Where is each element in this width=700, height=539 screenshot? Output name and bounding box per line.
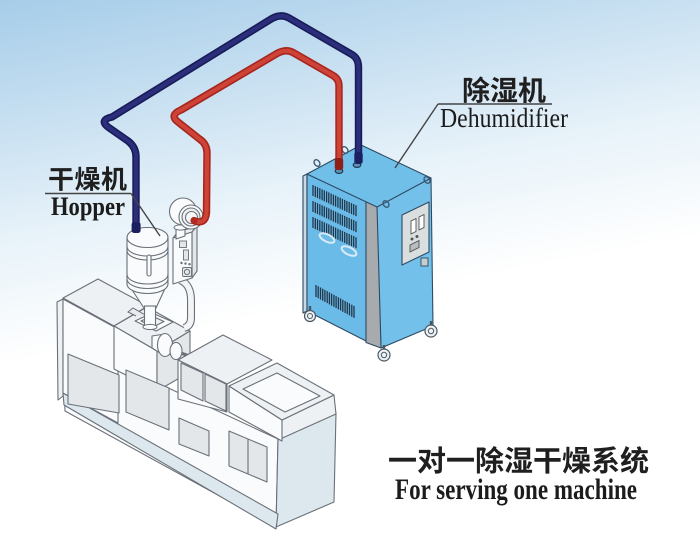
svg-text:For serving one machine: For serving one machine bbox=[395, 473, 637, 506]
svg-text:Hopper: Hopper bbox=[51, 192, 125, 221]
svg-text:Dehumidifier: Dehumidifier bbox=[440, 103, 568, 133]
